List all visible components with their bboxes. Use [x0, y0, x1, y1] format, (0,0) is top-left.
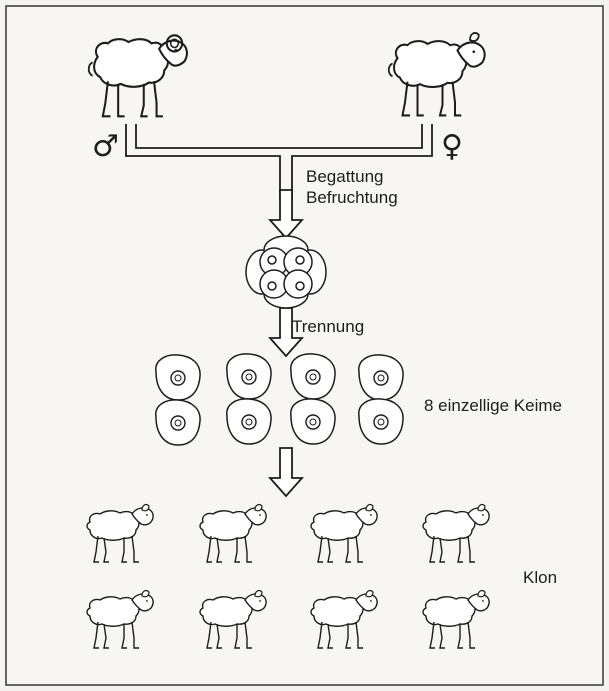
- label-clone: Klon: [523, 568, 557, 588]
- label-mating: Begattung: [306, 167, 384, 187]
- female-symbol: ♀: [441, 132, 463, 162]
- single-cell-icon: [227, 354, 271, 399]
- label-separation: Trennung: [292, 317, 364, 337]
- label-fertilization: Befruchtung: [306, 188, 398, 208]
- single-cell-icon: [291, 399, 335, 444]
- single-cell-icon: [291, 354, 335, 399]
- single-cell-icon: [156, 355, 200, 400]
- single-cell-icon: [359, 399, 403, 444]
- single-cell-icon: [227, 399, 271, 444]
- single-cell-icon: [359, 355, 403, 400]
- frame: [6, 6, 603, 685]
- male-symbol: ♂: [92, 132, 119, 162]
- single-cell-icon: [156, 400, 200, 445]
- label-embryos: 8 einzellige Keime: [424, 396, 562, 416]
